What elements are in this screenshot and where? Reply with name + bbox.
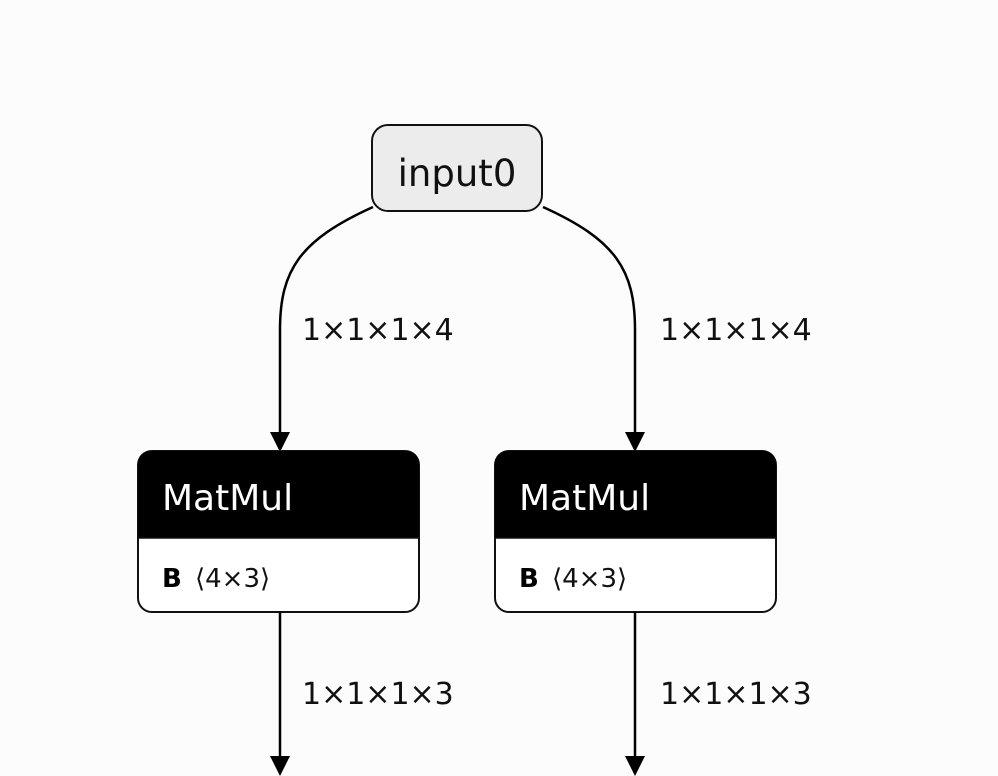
edge-label-right-out: 1×1×1×3 [660, 677, 812, 712]
matmul-right-title: MatMul [519, 478, 650, 519]
edge-label-left-in: 1×1×1×4 [302, 313, 454, 348]
matmul-right-attr-value: ⟨4×3⟩ [552, 564, 627, 594]
matmul-left-header [138, 451, 419, 538]
edge-input0-to-matmul-left [278, 205, 374, 440]
matmul-node-left[interactable]: MatMul B ⟨4×3⟩ [137, 450, 420, 613]
arrowhead-matmul-left-out [270, 756, 290, 776]
input-node-label: input0 [398, 152, 517, 195]
arrowhead-matmul-right-in [625, 432, 645, 452]
matmul-left-attr-value: ⟨4×3⟩ [195, 564, 270, 594]
edge-label-left-out: 1×1×1×3 [302, 677, 454, 712]
matmul-right-attr-name: B [519, 564, 539, 594]
edge-label-right-in: 1×1×1×4 [660, 313, 812, 348]
arrowhead-matmul-left-in [270, 432, 290, 452]
matmul-left-title: MatMul [162, 478, 293, 519]
matmul-node-right[interactable]: MatMul B ⟨4×3⟩ [494, 450, 777, 613]
edge-input0-to-matmul-right [542, 205, 637, 440]
matmul-right-header [495, 451, 776, 538]
matmul-left-attr-name: B [162, 564, 182, 594]
arrowhead-matmul-right-out [625, 756, 645, 776]
input-node[interactable]: input0 [371, 124, 543, 212]
